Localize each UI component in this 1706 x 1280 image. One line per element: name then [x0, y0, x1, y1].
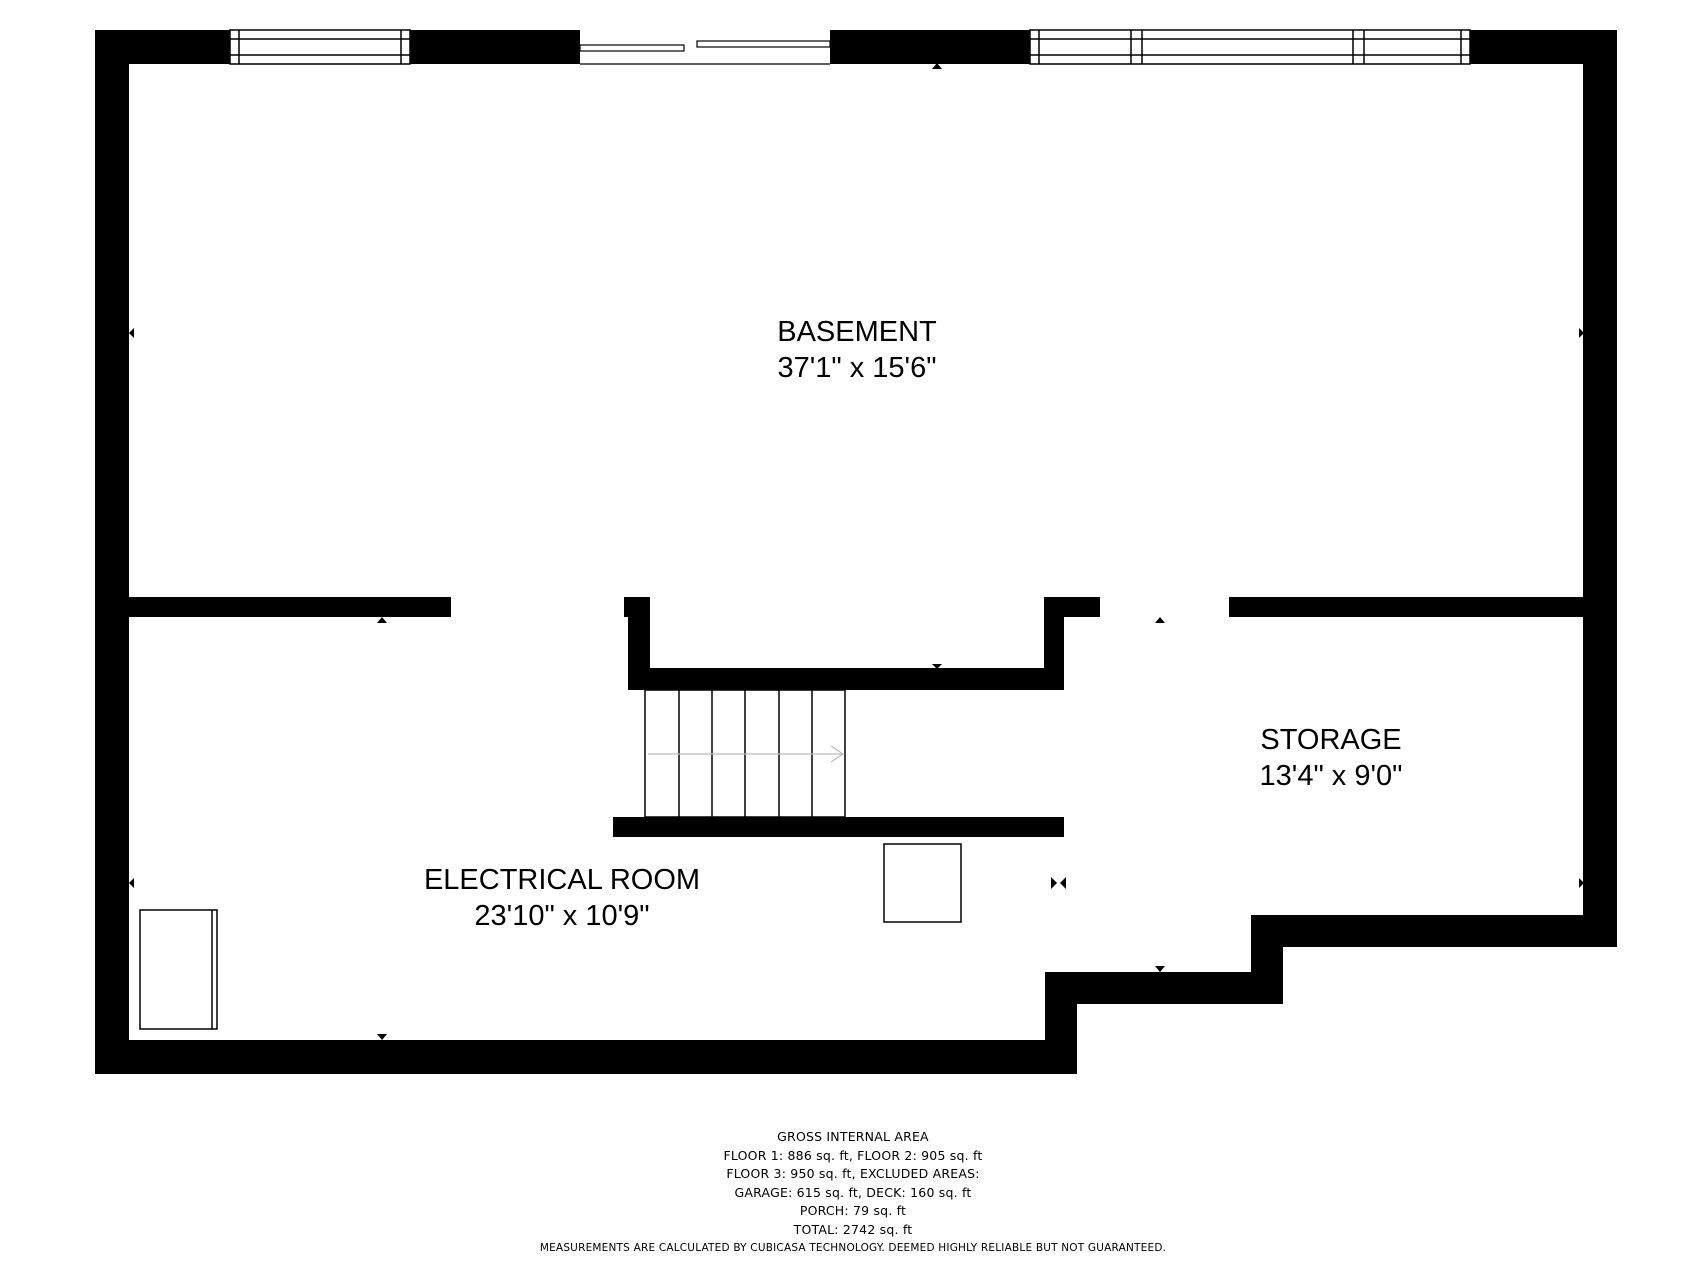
window-top-left: [229, 29, 411, 65]
wall-stair-top: [628, 668, 1064, 690]
area-summary: GROSS INTERNAL AREA FLOOR 1: 886 sq. ft,…: [0, 1128, 1706, 1257]
wall-stair-right: [1044, 597, 1064, 690]
electrical-room-name: ELECTRICAL ROOM: [424, 864, 700, 896]
wall-mid-right: [1229, 597, 1583, 617]
wall-mid-left: [129, 597, 451, 617]
basement-name: BASEMENT: [777, 316, 937, 348]
electrical-room-dims: 23'10" x 10'9": [474, 900, 649, 932]
area-garage-deck: GARAGE: 615 sq. ft, DECK: 160 sq. ft: [734, 1184, 972, 1200]
stair-direction-arrow: [648, 745, 845, 763]
area-porch: PORCH: 79 sq. ft: [799, 1203, 907, 1218]
dimension-markers: [129, 63, 1584, 1040]
wall-left: [95, 30, 129, 1074]
window-top-right: [1029, 29, 1471, 65]
wall-top-mid-left: [410, 30, 580, 64]
interior-walls: [129, 597, 1583, 837]
wall-top-mid-right: [830, 30, 1030, 64]
wall-bottom: [95, 1040, 1077, 1074]
wall-right: [1583, 30, 1617, 947]
sliding-door: [579, 40, 831, 65]
measurement-disclaimer: MEASUREMENTS ARE CALCULATED BY CUBICASA …: [539, 1242, 1167, 1254]
area-floor-3: FLOOR 3: 950 sq. ft, EXCLUDED AREAS:: [726, 1166, 980, 1181]
utility-fixture: [883, 843, 962, 923]
wall-step-1-horiz: [1045, 972, 1283, 1004]
wall-step-2-horiz: [1251, 915, 1617, 947]
area-floors-1-2: FLOOR 1: 886 sq. ft, FLOOR 2: 905 sq. ft: [723, 1147, 983, 1163]
area-total: TOTAL: 2742 sq. ft: [793, 1221, 913, 1237]
area-title: GROSS INTERNAL AREA: [777, 1129, 929, 1144]
exterior-walls: [95, 30, 1617, 1074]
windows: [229, 29, 1471, 65]
wall-stair-bottom: [613, 817, 1064, 837]
electrical-panel: [139, 909, 218, 1030]
wall-stair-left: [628, 597, 650, 690]
wall-mid-right-post: [1044, 597, 1100, 617]
storage-dims: 13'4" x 9'0": [1260, 760, 1403, 792]
storage-name: STORAGE: [1260, 724, 1401, 756]
basement-dims: 37'1" x 15'6": [777, 352, 936, 384]
